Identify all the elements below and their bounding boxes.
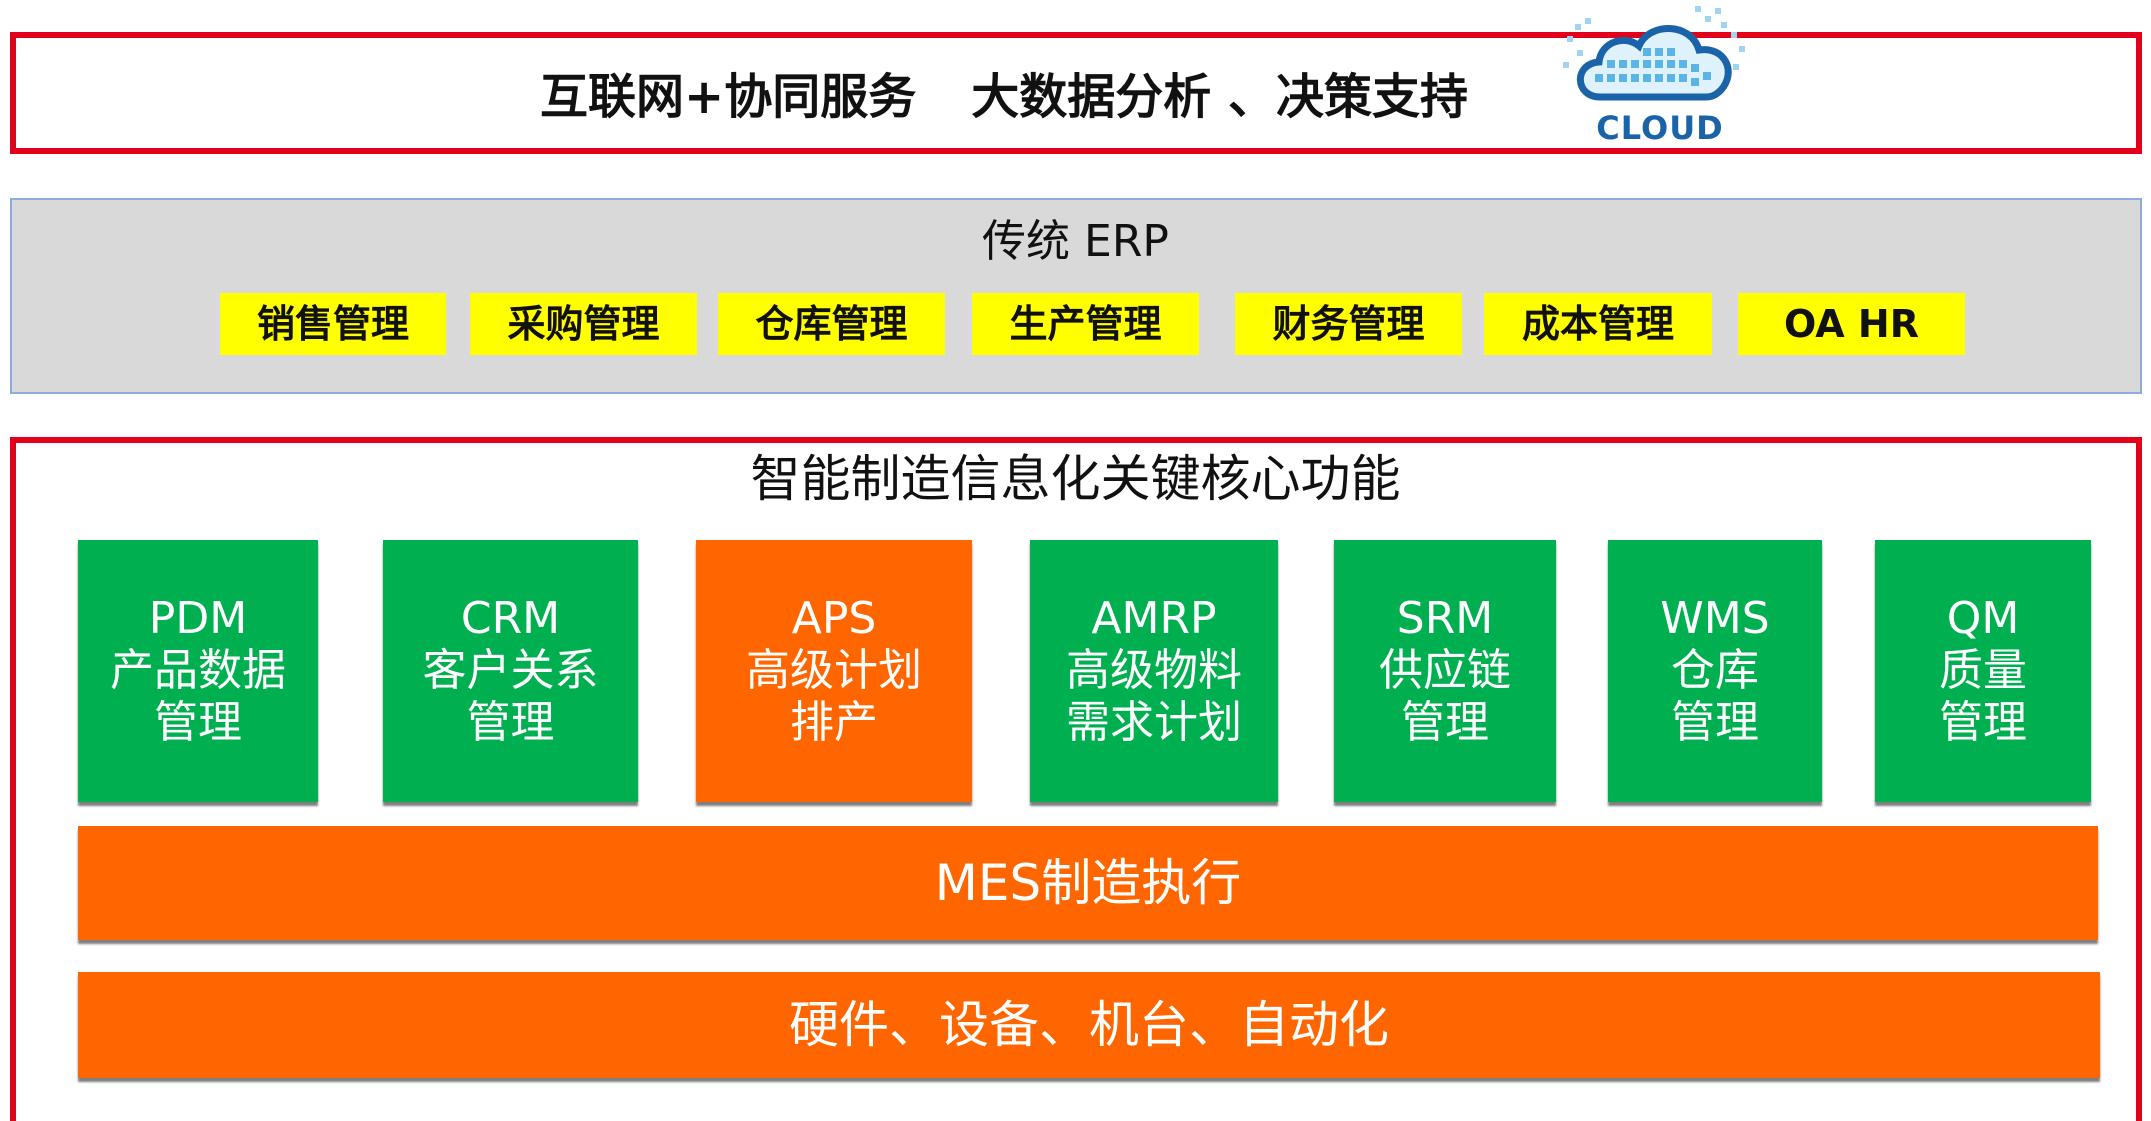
module-desc-2: 管理 — [1671, 697, 1759, 748]
module-desc-2: 管理 — [1939, 697, 2027, 748]
hardware-automation-bar: 硬件、设备、机台、自动化 — [78, 972, 2100, 1078]
module-qm: QM 质量 管理 — [1875, 540, 2091, 802]
module-desc-2: 需求计划 — [1066, 697, 1242, 748]
erp-item-oa-hr: OA HR — [1738, 293, 1965, 355]
module-desc-1: 仓库 — [1671, 645, 1759, 696]
erp-item-production: 生产管理 — [972, 293, 1199, 355]
module-amrp: AMRP 高级物料 需求计划 — [1030, 540, 1278, 802]
module-desc-1: 质量 — [1939, 645, 2027, 696]
module-code: CRM — [460, 593, 561, 644]
bigdata-decision-label: 大数据分析 、决策支持 — [971, 69, 1468, 125]
module-wms: WMS 仓库 管理 — [1608, 540, 1822, 802]
internet-collab-label: 互联网+协同服务 — [540, 69, 917, 125]
erp-item-purchasing: 采购管理 — [470, 293, 697, 355]
module-desc-1: 高级计划 — [746, 645, 922, 696]
module-code: QM — [1946, 593, 2020, 644]
module-srm: SRM 供应链 管理 — [1334, 540, 1556, 802]
module-desc-2: 管理 — [1401, 697, 1489, 748]
erp-item-cost: 成本管理 — [1484, 293, 1712, 355]
erp-item-sales: 销售管理 — [220, 293, 446, 355]
module-aps: APS 高级计划 排产 — [696, 540, 972, 802]
module-code: SRM — [1396, 593, 1494, 644]
top-banner-text: 互联网+协同服务大数据分析 、决策支持 — [540, 62, 1500, 132]
module-desc-2: 管理 — [154, 697, 242, 748]
module-desc-1: 供应链 — [1379, 645, 1511, 696]
module-pdm: PDM 产品数据 管理 — [78, 540, 318, 802]
module-crm: CRM 客户关系 管理 — [383, 540, 638, 802]
manufacturing-title: 智能制造信息化关键核心功能 — [750, 450, 1401, 508]
cloud-logo-label: CLOUD — [1596, 109, 1724, 147]
top-banner — [10, 32, 2142, 154]
erp-item-finance: 财务管理 — [1235, 293, 1462, 355]
module-desc-1: 客户关系 — [422, 645, 599, 696]
module-desc-1: 产品数据 — [110, 645, 286, 696]
module-desc-2: 排产 — [790, 697, 878, 748]
cloud-icon — [1563, 6, 1745, 101]
module-code: AMRP — [1091, 593, 1217, 644]
module-desc-1: 高级物料 — [1066, 645, 1242, 696]
erp-item-warehouse: 仓库管理 — [718, 293, 945, 355]
module-code: WMS — [1660, 593, 1770, 644]
erp-title: 传统 ERP — [982, 216, 1169, 267]
module-desc-2: 管理 — [466, 697, 555, 748]
module-code: APS — [791, 593, 877, 644]
mes-execution-bar: MES制造执行 — [78, 826, 2098, 940]
module-code: PDM — [148, 593, 248, 644]
